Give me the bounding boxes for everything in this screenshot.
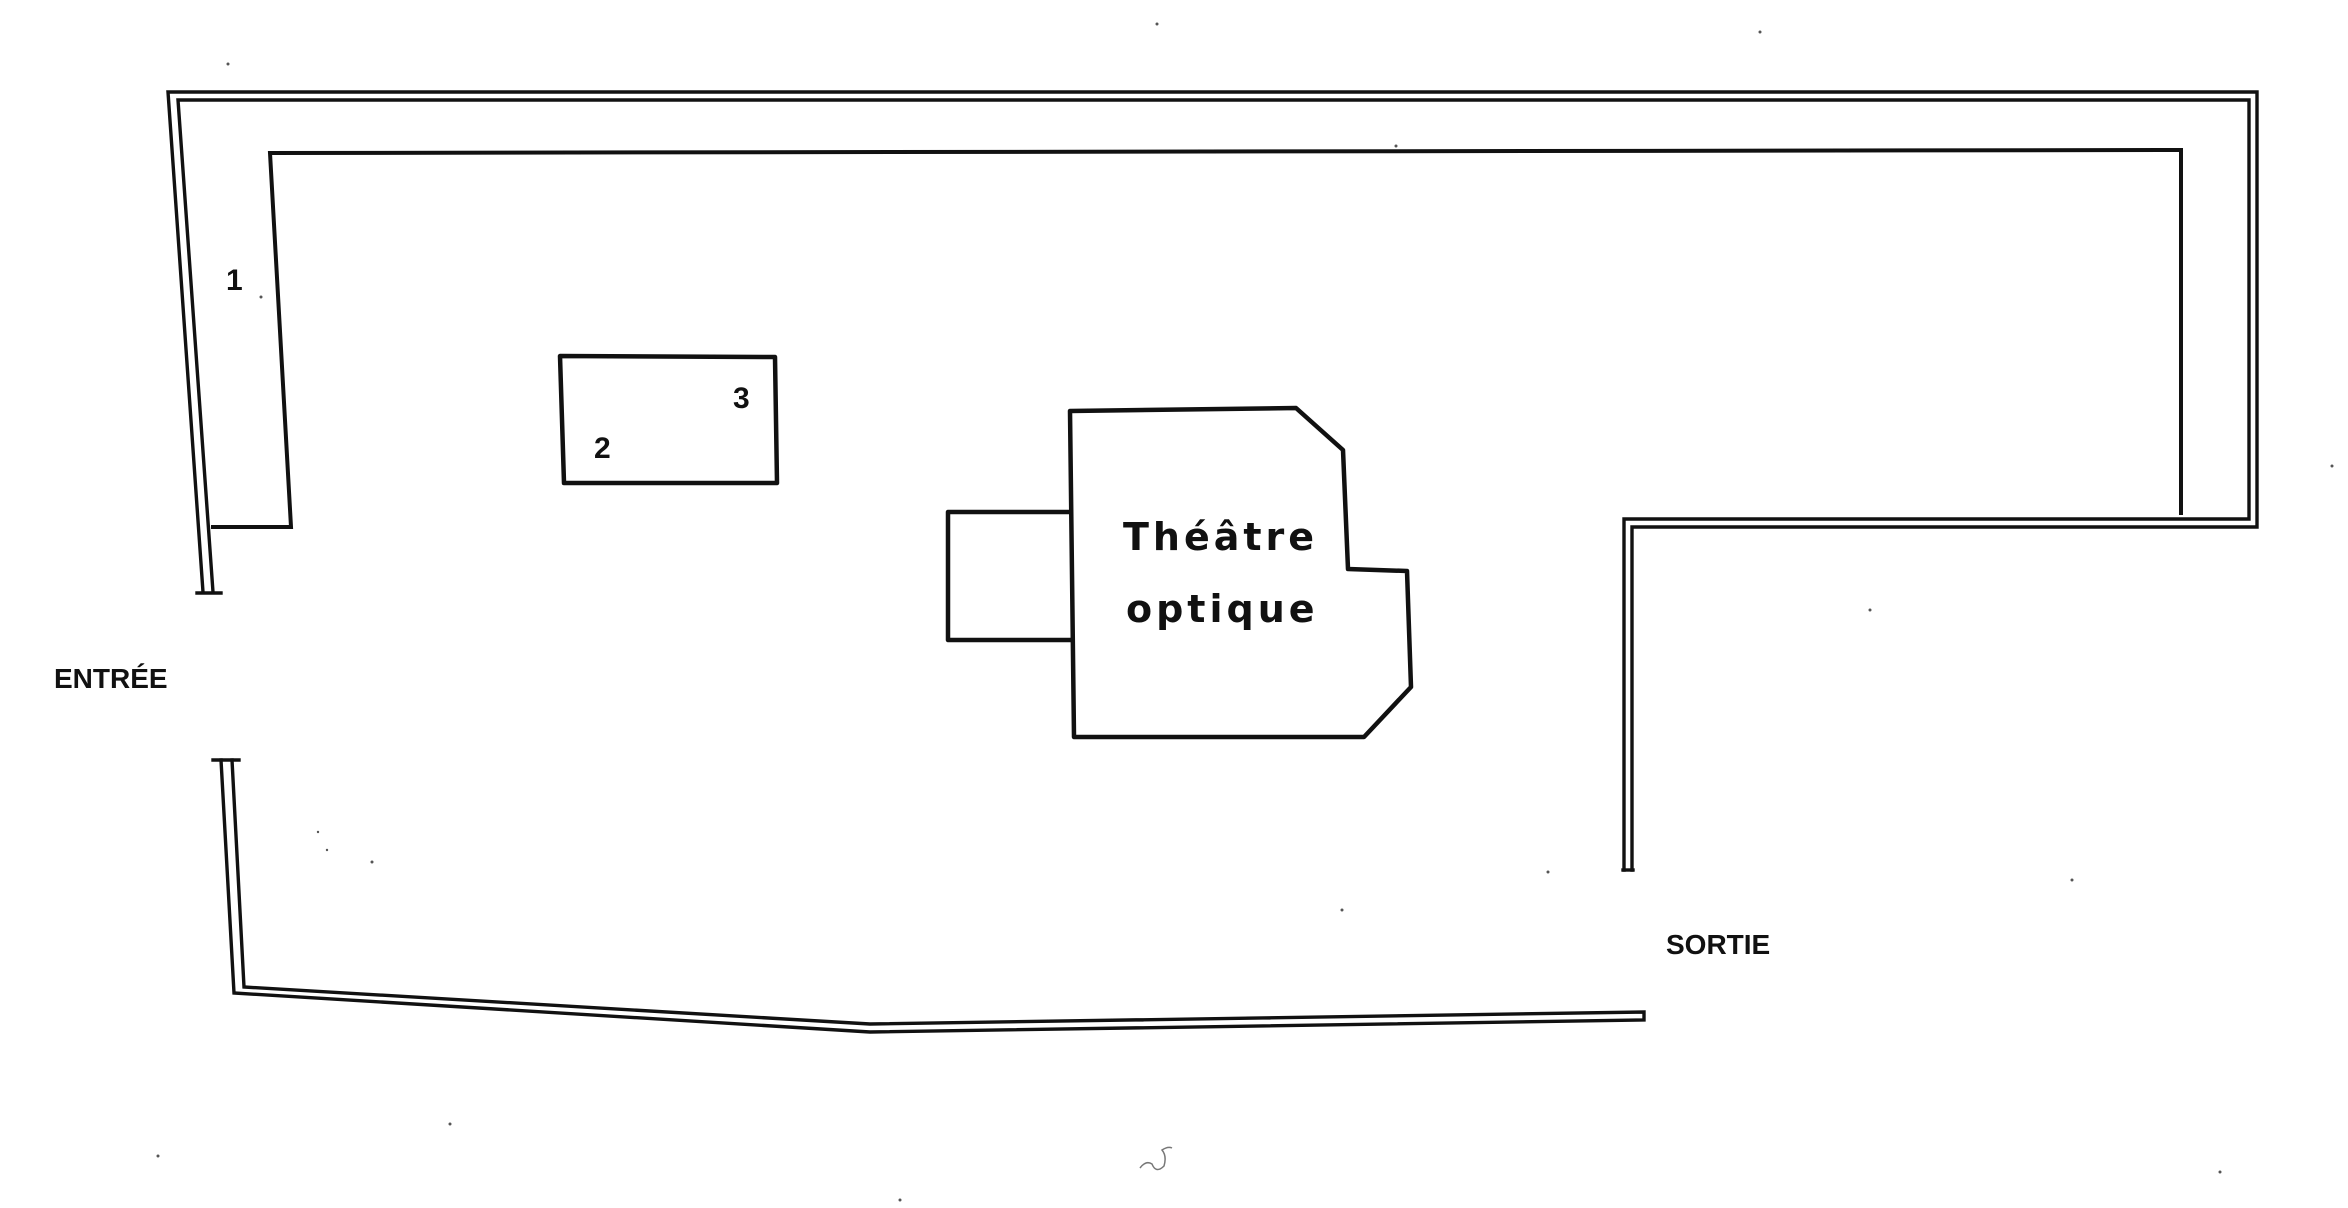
marker-2: 2 <box>594 432 611 465</box>
scan-specks <box>156 22 2334 1202</box>
entrance-label: ENTRÉE <box>54 663 168 694</box>
theatre-optique-block <box>945 405 1414 740</box>
inner-gallery-wall <box>211 147 2183 529</box>
display-case <box>557 353 780 486</box>
south-outer-wall <box>211 758 1646 1034</box>
theatre-title-line2: optique <box>1126 587 1319 631</box>
north-outer-wall <box>166 90 2259 872</box>
exit-label: SORTIE <box>1666 929 1770 960</box>
theatre-title-line1: Théâtre <box>1123 515 1318 559</box>
marker-1: 1 <box>226 264 243 297</box>
marker-3: 3 <box>733 382 750 415</box>
scribble-mark <box>1139 1146 1173 1171</box>
